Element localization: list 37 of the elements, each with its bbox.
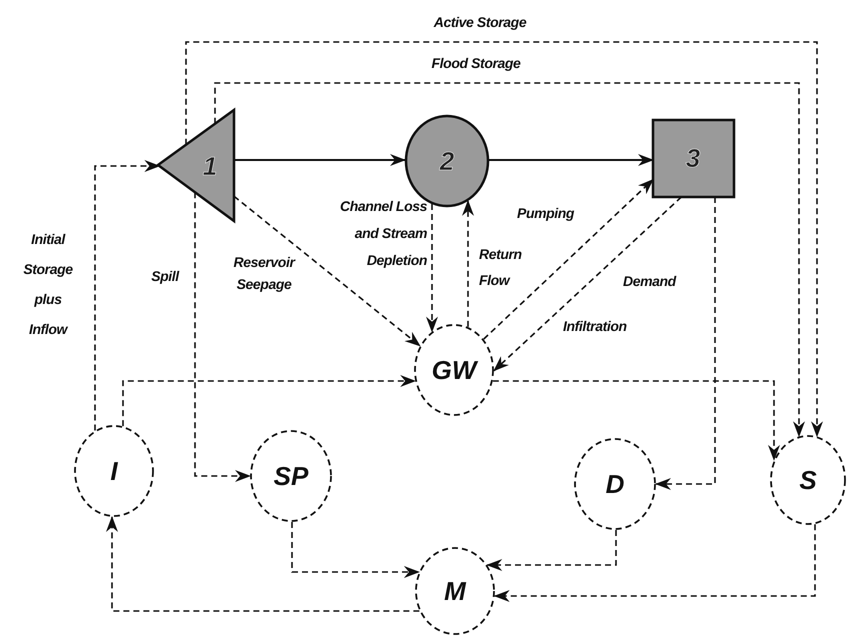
edge-label: Initial Storage plus Inflow xyxy=(22,230,74,339)
arrow xyxy=(234,154,406,166)
arrow xyxy=(462,200,474,327)
arrow xyxy=(122,375,416,426)
edge-label: Spill xyxy=(150,267,180,286)
arrow xyxy=(185,41,823,438)
edge-label: Infiltration xyxy=(563,317,628,336)
arrow xyxy=(483,178,654,340)
node-label: 1 xyxy=(202,153,218,179)
node-label: GW xyxy=(432,357,476,383)
arrow xyxy=(492,380,780,461)
node-label: M xyxy=(444,578,466,604)
arrow xyxy=(291,522,420,578)
edge-label: Channel Loss and Stream Depletion xyxy=(339,197,427,270)
edge-label: Flood Storage xyxy=(430,54,522,73)
node-label: SP xyxy=(274,463,308,489)
arrow xyxy=(94,160,160,431)
edge-label: Pumping xyxy=(517,204,576,223)
node-label: D xyxy=(606,471,624,497)
arrow xyxy=(494,524,816,602)
arrow xyxy=(106,516,420,612)
edge-label: Demand xyxy=(623,272,678,291)
arrow xyxy=(493,196,682,372)
edge-label: Reservoir Seepage xyxy=(232,253,296,294)
edge-label: Active Storage xyxy=(432,13,528,32)
node-label: 3 xyxy=(686,145,700,171)
arrow xyxy=(489,154,654,166)
arrow xyxy=(234,196,421,346)
node-label: 2 xyxy=(440,148,454,174)
arrow xyxy=(655,197,716,490)
arrow xyxy=(486,530,617,571)
arrow xyxy=(426,204,438,333)
node-label: I xyxy=(110,458,118,484)
arrow xyxy=(194,192,251,482)
edge-label: Return Flow xyxy=(479,245,523,290)
arrow xyxy=(214,82,805,438)
node-label: S xyxy=(799,467,817,493)
